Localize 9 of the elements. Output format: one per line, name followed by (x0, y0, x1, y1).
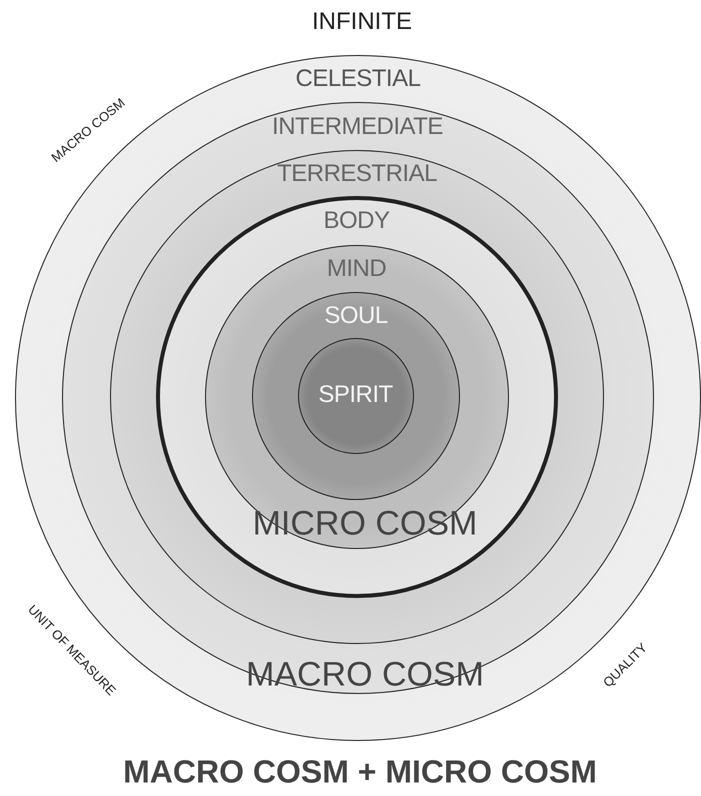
ring-label: INTERMEDIATE (272, 112, 443, 140)
diagram-label: INFINITE (312, 8, 412, 36)
ring-label: TERRESTRIAL (277, 160, 437, 188)
ring-label: CELESTIAL (296, 65, 420, 93)
ring-label: SPIRIT (318, 381, 393, 409)
caption: MACRO COSM + MICRO COSM (123, 754, 597, 790)
ring-label: BODY (324, 207, 390, 235)
ring-label: MIND (326, 255, 386, 283)
ring-label: SOUL (324, 302, 388, 330)
